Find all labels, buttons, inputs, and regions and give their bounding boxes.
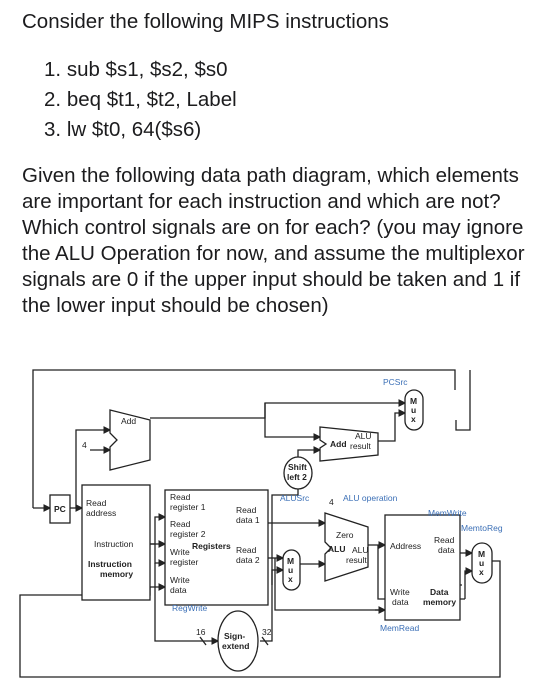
bits32-label: 32 — [262, 627, 272, 637]
dmem-read-label-b: data — [438, 545, 455, 555]
memtoreg-mux — [471, 542, 493, 584]
rf-read-data1-b: data 1 — [236, 515, 260, 525]
alusrc-mux — [282, 549, 301, 591]
sign-extend-label: Sign- — [224, 631, 245, 641]
alu-zero-label: Zero — [336, 530, 354, 540]
add2-alu-label: ALU — [355, 431, 372, 441]
rf-write-data-b: data — [170, 585, 187, 595]
pcsrc-mux-x: x — [411, 414, 416, 424]
sign-extend — [217, 610, 259, 672]
alusrc-mux-m: M — [287, 556, 294, 566]
add2-label: Add — [330, 439, 347, 449]
alu — [324, 512, 369, 582]
adder-pc — [109, 409, 151, 471]
add1-label: Add — [121, 416, 136, 426]
question-text: Given the following data path diagram, w… — [22, 164, 525, 317]
memwrite-signal: MemWrite — [428, 508, 467, 518]
alu-result-label-b: result — [346, 555, 367, 565]
instruction-memory — [81, 484, 151, 601]
instruction-item-3: 3. lw $t0, 64($s6) — [44, 118, 202, 141]
bits16-label: 16 — [196, 627, 206, 637]
rf-read-reg2: Read — [170, 519, 191, 529]
shift-label: Shift — [288, 462, 307, 472]
datapath-diagram: PC Add 4 Read address Instruction Instru… — [19, 369, 503, 678]
sign-extend-label-b: extend — [222, 641, 249, 651]
dmem-name-b: memory — [423, 597, 456, 607]
alusrc-mux-u: u — [288, 565, 293, 575]
dmem-write-label: Write — [390, 587, 410, 597]
rf-write-reg-b: register — [170, 557, 199, 567]
register-file — [164, 489, 269, 606]
alu-label: ALU — [328, 544, 345, 554]
memtoreg-mux-m: M — [478, 549, 485, 559]
rf-write-reg: Write — [170, 547, 190, 557]
imem-instruction-label: Instruction — [94, 539, 133, 549]
dmem-name: Data — [430, 587, 449, 597]
memtoreg-mux-u: u — [479, 558, 484, 568]
rf-read-reg2-b: register 2 — [170, 529, 206, 539]
shift-left-2 — [283, 456, 313, 490]
four-label: 4 — [82, 440, 87, 450]
pcsrc-mux-m: M — [410, 396, 417, 406]
alusrc-mux-x: x — [288, 574, 293, 584]
alu-operation-signal: ALU operation — [343, 493, 398, 503]
imem-address-label: address — [86, 508, 116, 518]
dmem-read-label: Read — [434, 535, 455, 545]
dmem-write-label-b: data — [392, 597, 409, 607]
instruction-item-2: 2. beq $t1, $t2, Label — [44, 88, 237, 111]
instruction-item-1: 1. sub $s1, $s2, $s0 — [44, 58, 228, 81]
imem-name: Instruction — [88, 559, 132, 569]
pcsrc-signal: PCSrc — [383, 377, 408, 387]
shift-label-b: left 2 — [287, 472, 307, 482]
imem-name-2: memory — [100, 569, 133, 579]
rf-read-reg1-b: register 1 — [170, 502, 206, 512]
rf-write-data: Write — [170, 575, 190, 585]
rf-read-data2-b: data 2 — [236, 555, 260, 565]
data-memory — [384, 514, 461, 621]
rf-name: Registers — [192, 541, 231, 551]
dmem-address-label: Address — [390, 541, 421, 551]
question-heading: Consider the following MIPS instructions — [22, 10, 389, 33]
imem-read-label: Read — [86, 498, 107, 508]
add2-result-label: result — [350, 441, 371, 451]
rf-read-data1: Read — [236, 505, 257, 515]
pc-label: PC — [54, 504, 66, 514]
pcsrc-mux — [404, 389, 424, 431]
pcsrc-mux-u: u — [411, 405, 416, 415]
alu-op-width: 4 — [329, 497, 334, 507]
memtoreg-mux-x: x — [479, 567, 484, 577]
rf-read-data2: Read — [236, 545, 257, 555]
memtoreg-signal: MemtoReg — [461, 523, 503, 533]
adder-branch — [319, 426, 379, 462]
rf-read-reg1: Read — [170, 492, 191, 502]
regwrite-signal: RegWrite — [172, 603, 208, 613]
alusrc-signal: ALUSrc — [280, 493, 310, 503]
memread-signal: MemRead — [380, 623, 419, 633]
alu-result-label: ALU — [352, 545, 369, 555]
